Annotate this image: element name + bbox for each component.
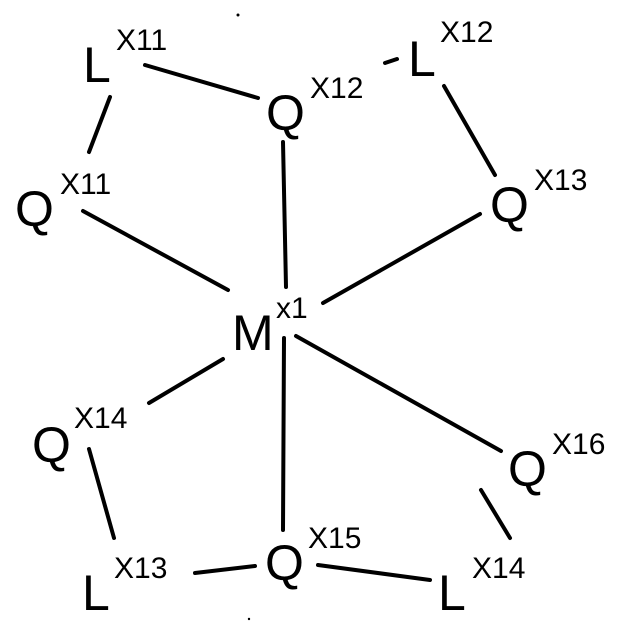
bond-L11-Q11: [87, 95, 112, 154]
node-L14: L X14: [438, 552, 525, 621]
atom-superscript: X13: [114, 552, 167, 585]
node-Q14: Q X14: [32, 402, 127, 473]
bond-Q15-M: [281, 336, 286, 532]
bond-L13-Q15: [193, 564, 257, 575]
bond-Q12-L12: [383, 57, 399, 65]
bond-Q11-M: [81, 209, 230, 292]
atom-symbol: L: [83, 37, 111, 93]
atom-symbol: Q: [266, 85, 305, 141]
bond-L12-Q13: [442, 84, 497, 177]
node-L13: L X13: [82, 552, 167, 621]
node-Q16: Q X16: [508, 428, 605, 497]
atom-symbol: Q: [508, 441, 547, 497]
atom-superscript: X15: [308, 522, 361, 555]
bond-Q16-M: [294, 334, 503, 453]
bond-Q13-M: [321, 212, 482, 305]
bond-L11-Q12: [143, 63, 260, 100]
bond-Q14-L13: [87, 447, 116, 540]
bond-Q15-L14: [316, 563, 432, 582]
node-Q11: Q X11: [15, 168, 111, 237]
atom-symbol: Q: [265, 535, 304, 591]
bonds: [81, 57, 512, 582]
atom-symbol: Q: [15, 181, 54, 237]
atom-symbol: Q: [490, 177, 529, 233]
atom-superscript: X14: [74, 402, 127, 435]
atom-symbol: Q: [32, 417, 71, 473]
atom-superscript: X12: [310, 72, 363, 105]
scan-speck: [247, 617, 251, 621]
bond-L14-Q16: [479, 488, 512, 540]
atom-symbol: L: [438, 565, 466, 621]
node-Q15: Q X15: [265, 522, 361, 591]
node-L12: L X12: [408, 16, 493, 87]
bond-Q14-M: [147, 357, 225, 405]
atom-superscript: X16: [552, 428, 605, 461]
atom-superscript: x1: [276, 292, 308, 325]
atom-superscript: X14: [472, 552, 525, 585]
node-M: M x1: [232, 292, 308, 361]
node-L11: L X11: [83, 24, 167, 93]
bond-Q12-M: [281, 140, 288, 289]
atom-superscript: X11: [60, 168, 111, 201]
atom-symbol: L: [408, 31, 436, 87]
atom-symbol: L: [82, 565, 110, 621]
node-Q13: Q X13: [490, 164, 587, 233]
node-Q12: Q X12: [266, 72, 363, 141]
atom-superscript: X11: [116, 24, 167, 57]
atom-superscript: X12: [440, 16, 493, 49]
scan-speck: [236, 13, 240, 17]
atom-symbol: M: [232, 305, 274, 361]
atom-superscript: X13: [534, 164, 587, 197]
